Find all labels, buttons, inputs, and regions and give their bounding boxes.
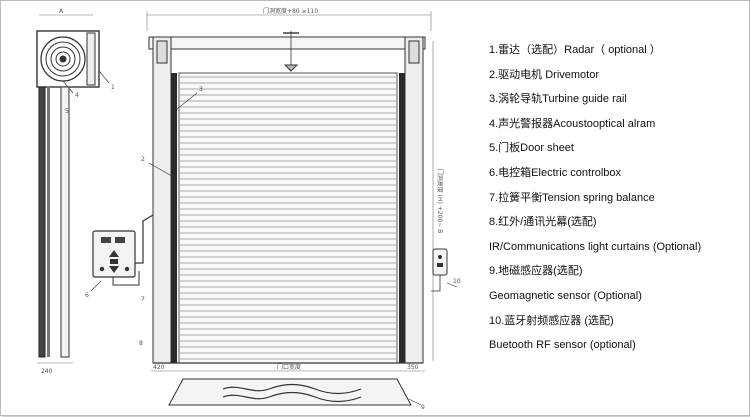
alarm-box [431,248,458,292]
side-guide-rail-left [38,86,46,358]
up-arrow-icon [109,250,119,257]
door-slats [180,76,396,360]
legend-item: 5.门板Door sheet [489,142,574,154]
callout-9: 9 [421,404,425,411]
callout-5: 5 [65,108,69,115]
electric-control-box [90,214,154,292]
callout-4: 4 [75,92,79,99]
side-bracket [86,32,96,86]
door-sheet [178,72,398,364]
alarm-speaker-icon [437,263,443,267]
legend-item: Buetooth RF sensor (optional) [489,339,636,351]
loop-wire-lower [222,391,362,403]
control-box-knob-left [99,266,105,272]
side-section-view: A 240 [36,8,110,375]
callout-6: 6 [85,292,89,299]
control-box-indicator [115,237,125,243]
control-box-knob-right [124,266,130,272]
left-guide-rail [171,73,177,363]
callout-3: 3 [199,86,203,93]
side-column [60,86,70,358]
head-box [148,36,426,50]
callout-7: 7 [141,296,145,303]
left-column [152,36,172,364]
floor-loop-plate [168,378,412,406]
loop-wire-upper [222,383,362,395]
callout-10: 10 [453,278,461,285]
alarm-box-body [432,248,448,276]
roll-ring-3 [55,51,71,67]
leader-3 [176,92,198,110]
right-guide-rail [399,73,405,363]
leader-10 [446,282,458,288]
legend-item: 1.雷达（选配）Radar（ optional ） [489,44,661,56]
down-arrow-icon [109,266,119,273]
right-column [404,36,424,364]
legend-item: 9.地磁感应器(选配) [489,265,583,277]
radar-sensor [283,64,299,72]
left-motor-block [156,40,168,64]
callout-1: 1 [111,84,115,91]
side-bottom-dim-label: 240 [41,368,53,375]
legend-item: 8.红外/通讯光幕(选配) [489,216,597,228]
front-view: 门洞宽度+80 ≥110 门洞高度 (H) +200~ B 420 门口宽度 3… [146,7,444,372]
stop-square-icon [110,259,118,264]
roll-axle [59,55,67,63]
leader-2 [148,162,178,180]
leader-1-side [98,70,110,84]
legend-item: 3.涡轮导轨Turbine guide rail [489,93,627,105]
right-motor-block [408,40,420,64]
top-width-dim-label: 门洞宽度+80 ≥110 [263,7,318,15]
geomagnetic-sensor-loop [168,378,422,406]
legend-item: Geomagnetic sensor (Optional) [489,290,642,302]
side-width-label: A [59,8,64,15]
legend-item: 2.驱动电机 Drivemotor [489,69,600,81]
callout-numbers: 1 2 3 4 5 6 7 8 9 10 [65,84,461,411]
bottom-width-dim-label: 门口宽度 [277,363,301,371]
legend-item: 6.电控箱Electric controlbox [489,167,622,179]
bottom-left-dim-label: 420 [153,364,165,371]
roll-ring-1 [45,41,81,77]
leader-6 [90,280,102,292]
callout-2: 2 [141,156,145,163]
bottom-right-dim-label: 350 [407,364,419,371]
control-box-cable-2 [112,271,140,286]
legend-item: 4.声光警报器Acoustooptical alram [489,118,656,130]
control-box-cable [135,214,154,264]
side-guide-rail-inner [47,87,50,357]
callout-8: 8 [139,340,143,347]
legend-item: 10.蓝牙射频感应器 (选配) [489,315,614,327]
height-dim-label: 门洞高度 (H) +200~ B [436,169,444,234]
roll-ring-2 [50,46,76,72]
control-box-display [101,237,111,243]
alarm-light-icon [438,255,442,259]
leader-9 [408,398,422,406]
legend-item: IR/Communications light curtains (Option… [489,241,702,253]
alarm-cable [431,275,441,292]
legend-item: 7.拉簧平衡Tension spring balance [489,192,655,204]
